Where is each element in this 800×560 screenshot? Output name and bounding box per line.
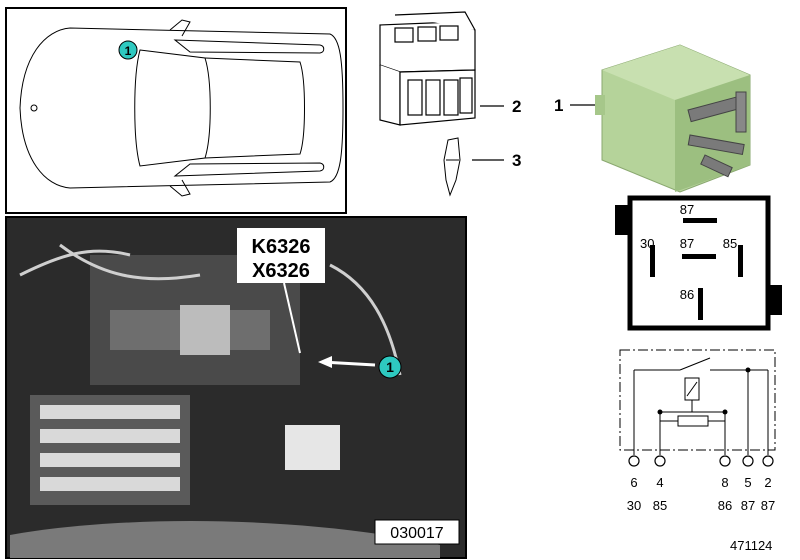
relay-drawing: 1 xyxy=(554,44,751,193)
vehicle-location-inset: 1 xyxy=(5,7,347,214)
inset-frame xyxy=(5,7,347,214)
part-callout-2: 2 xyxy=(512,97,521,116)
schematic-pin-term: 87 xyxy=(741,498,755,513)
schematic-pin-term: 30 xyxy=(627,498,641,513)
pin-label-bottom: 86 xyxy=(680,287,694,302)
schematic-pin-num: 8 xyxy=(721,475,728,490)
schematic-pin-term: 87 xyxy=(761,498,775,513)
relay-schematic: 6 4 8 5 2 30 85 86 87 87 xyxy=(619,349,776,513)
photo-id: 030017 xyxy=(390,525,443,542)
terminal-circle-icon xyxy=(762,455,774,467)
relay-socket-icon xyxy=(379,11,476,126)
photo-id-box xyxy=(374,519,460,545)
photo-callout-number: 1 xyxy=(386,359,394,375)
pin-label-right: 85 xyxy=(723,236,737,251)
car-outline-icon xyxy=(19,19,344,197)
connector-shape xyxy=(285,425,340,470)
parts-drawing-socket: 2 3 xyxy=(379,11,521,197)
terminal-circle-icon xyxy=(628,455,640,467)
relay-icon xyxy=(595,44,751,193)
part-callout-3: 3 xyxy=(512,151,521,170)
relay-pin-layout: 87 30 87 85 86 xyxy=(615,195,782,331)
schematic-pin-term: 86 xyxy=(718,498,732,513)
terminal-circle-icon xyxy=(742,455,754,467)
part-callout-1: 1 xyxy=(554,96,563,115)
terminal-icon xyxy=(443,137,461,197)
schematic-pin-num: 5 xyxy=(744,475,751,490)
pin-label-top: 87 xyxy=(680,202,694,217)
callout-badge xyxy=(118,40,138,60)
arrow-icon xyxy=(318,356,332,368)
schematic-pin-num: 4 xyxy=(656,475,663,490)
component-code-x: X6326 xyxy=(252,260,310,282)
pin-label-center: 87 xyxy=(680,236,694,251)
diagram-id: 471124 xyxy=(730,538,773,553)
component-code-label xyxy=(237,228,325,283)
component-code-k: K6326 xyxy=(252,236,311,258)
schematic-pin-num: 2 xyxy=(764,475,771,490)
inset-callout-number: 1 xyxy=(125,44,132,58)
terminal-circle-icon xyxy=(719,455,731,467)
terminal-circle-icon xyxy=(654,455,666,467)
callout-badge xyxy=(378,355,402,379)
schematic-pin-term: 85 xyxy=(653,498,667,513)
installation-photo: K6326 X6326 1 030017 xyxy=(5,216,467,559)
schematic-pin-num: 6 xyxy=(630,475,637,490)
